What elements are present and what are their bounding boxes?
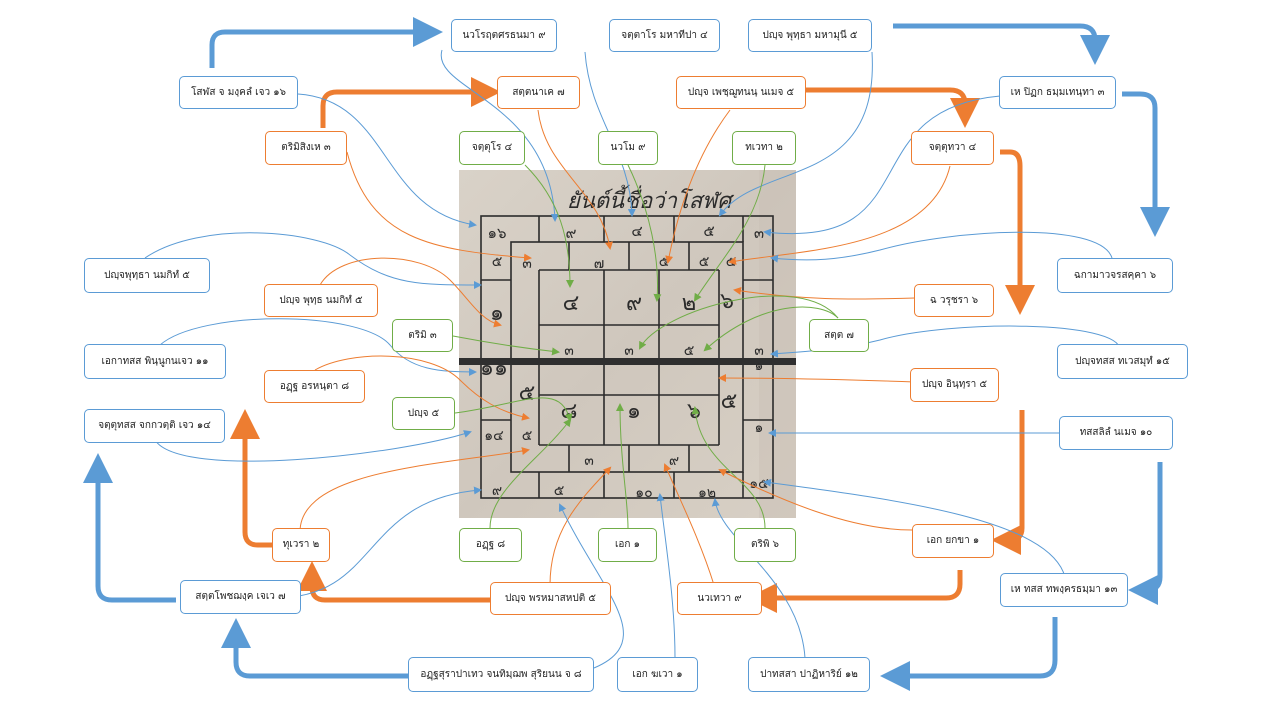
flow-arrow	[1000, 149, 1035, 315]
flow-arrow	[806, 87, 980, 128]
manuscript-numeral: ๑๒	[698, 485, 716, 501]
manuscript-yantra-image: ยันต์นี้ชื่อว่าโสฬศ	[459, 170, 796, 518]
label-box: โสฬส จ มงฺคลํ เจว ๑๖	[179, 76, 298, 109]
manuscript-numeral: ๑	[755, 420, 764, 436]
manuscript-numeral: ๓	[584, 453, 594, 469]
label-box: เอก ยกขา ๑	[912, 524, 994, 558]
label-box: ปาทสสา ปาฏิหาริย์ ๑๒	[748, 657, 870, 692]
flow-arrow	[991, 410, 1025, 555]
label-box: ปญฺจ พุทฺธา มหามุนี ๕	[748, 19, 872, 52]
connector-line	[656, 493, 676, 659]
manuscript-numeral: ๕	[659, 254, 670, 270]
manuscript-numeral: ๓	[754, 224, 764, 242]
label-box: ปญฺจ พุทฺธ นมกิทํ ๕	[264, 284, 378, 317]
label-box: สตฺต ๗	[809, 319, 869, 352]
label-box: ปญฺจ เพชฺฌูทนนฺ นเมจ ๕	[676, 76, 806, 109]
manuscript-numeral: ๕	[703, 222, 714, 240]
manuscript-numeral: ๔	[563, 291, 580, 316]
flow-arrow	[83, 453, 176, 603]
manuscript-numeral: ๙	[566, 224, 577, 242]
manuscript-numeral: ๔	[631, 222, 642, 240]
label-box: ปญฺจพุทฺธา นมกิทํ ๕	[84, 258, 210, 293]
manuscript-numeral: ๙	[669, 453, 679, 469]
manuscript-numeral: ๗	[594, 256, 605, 272]
connector-line	[711, 498, 806, 659]
manuscript-numeral: ๓	[564, 343, 574, 359]
label-box: ทุเวรา ๒	[272, 528, 330, 562]
label-box: ตริมิ ๓	[392, 319, 453, 352]
flow-arrow	[1122, 91, 1170, 237]
label-box: ปญฺจ อินฺทฺรา ๕	[910, 368, 999, 402]
manuscript-numeral: ๑๕	[749, 476, 768, 492]
flow-arrow	[1128, 462, 1163, 605]
label-box: เอกาทสส พินฺนูกนเจว ๑๑	[84, 344, 226, 379]
label-box: ปญฺจทสส ทเวสมุทํ ๑๕	[1057, 344, 1188, 379]
connector-line	[770, 231, 1113, 263]
manuscript-numeral: ๑๐	[635, 485, 652, 501]
manuscript-numeral: ๓	[522, 256, 532, 272]
label-box: จตฺตาโร มหาทีปา ๔	[609, 19, 720, 52]
manuscript-numeral: ๕	[492, 254, 503, 270]
label-box: นวโรฤตศรธนมา ๙	[451, 19, 557, 52]
manuscript-numeral: ๕	[684, 343, 695, 359]
manuscript-numeral: ๕	[721, 389, 738, 414]
label-box: สตฺตโพชฌงฺค เจเว ๗	[180, 580, 301, 614]
manuscript-numeral: ๓	[754, 343, 764, 359]
label-box: เอก ฆเวา ๑	[617, 657, 698, 692]
flow-arrow	[209, 17, 443, 68]
label-box: เห ปิฏก ธมฺมเทนฺทา ๓	[999, 76, 1116, 109]
flow-arrow	[221, 618, 408, 679]
label-box: อฏฺฐ ๘	[459, 528, 522, 562]
label-box: จตฺตุทสส จกกวตฺติ เจว ๑๔	[84, 409, 225, 443]
label-box: จตฺตุทวา ๔	[911, 131, 994, 165]
label-box: นวเทวา ๙	[677, 582, 762, 615]
label-box: จตฺตุโร ๔	[459, 131, 525, 165]
manuscript-fold-line	[459, 358, 796, 365]
manuscript-numeral: ๕	[519, 381, 536, 406]
label-box: ฉ วรุชรา ๖	[914, 284, 994, 317]
manuscript-title: ยันต์นี้ชื่อว่าโสฬศ	[567, 184, 735, 214]
manuscript-numeral: ๖	[687, 399, 701, 424]
manuscript-numeral: ๑	[755, 358, 764, 374]
manuscript-numeral: ๕	[726, 254, 737, 270]
manuscript-numeral: ๑	[490, 301, 504, 326]
label-box: สตฺตนาเค ๗	[497, 76, 580, 109]
flow-arrow	[893, 23, 1110, 65]
flow-arrow	[747, 570, 963, 613]
label-box: ตริพิ ๖	[734, 528, 796, 562]
label-box: ปญฺจ ๕	[392, 397, 455, 430]
manuscript-numeral: ๙	[626, 291, 642, 316]
label-box: ปญฺจ พรหมาสหปติ ๕	[490, 582, 611, 615]
manuscript-numeral: ๕	[699, 254, 710, 270]
flow-arrow	[320, 77, 501, 128]
manuscript-numeral: ๑๖	[487, 224, 506, 242]
flow-arrow	[880, 617, 1058, 691]
manuscript-numeral: ๑๔	[484, 428, 503, 444]
label-box: ฉกามาวจรสคฺคา ๖	[1057, 258, 1173, 293]
flow-arrow	[297, 561, 490, 603]
manuscript-numeral: ๑๑	[480, 356, 508, 381]
label-box: ทเวทา ๒	[732, 131, 796, 165]
label-box: เห ทสส ทพงฺครธมฺมา ๑๓	[1000, 573, 1128, 607]
manuscript-numeral: ๖	[720, 289, 734, 314]
label-box: นวโม ๙	[598, 131, 658, 165]
manuscript-numeral: ๕	[522, 428, 533, 444]
label-box: ทสสลิลํ นเมจ ๑๐	[1059, 416, 1173, 450]
label-box: อฏฺฐ อรหนฺตา ๘	[264, 370, 365, 403]
label-box: อฏฺฐสุราปาเทว จนทิมฺฌพ สุริยนน จ ๘	[408, 657, 594, 692]
manuscript-numeral: ๒	[682, 291, 697, 316]
manuscript-numeral: ๙	[492, 483, 502, 499]
label-box: ตริมิสิงเห ๓	[265, 131, 347, 165]
manuscript-numeral: ๓	[624, 343, 634, 359]
manuscript-numeral: ๕	[554, 483, 565, 499]
label-box: เอก ๑	[598, 528, 657, 562]
flow-arrow	[230, 409, 272, 548]
manuscript-numeral: ๑	[627, 399, 641, 424]
manuscript-numeral: ๘	[561, 399, 578, 424]
